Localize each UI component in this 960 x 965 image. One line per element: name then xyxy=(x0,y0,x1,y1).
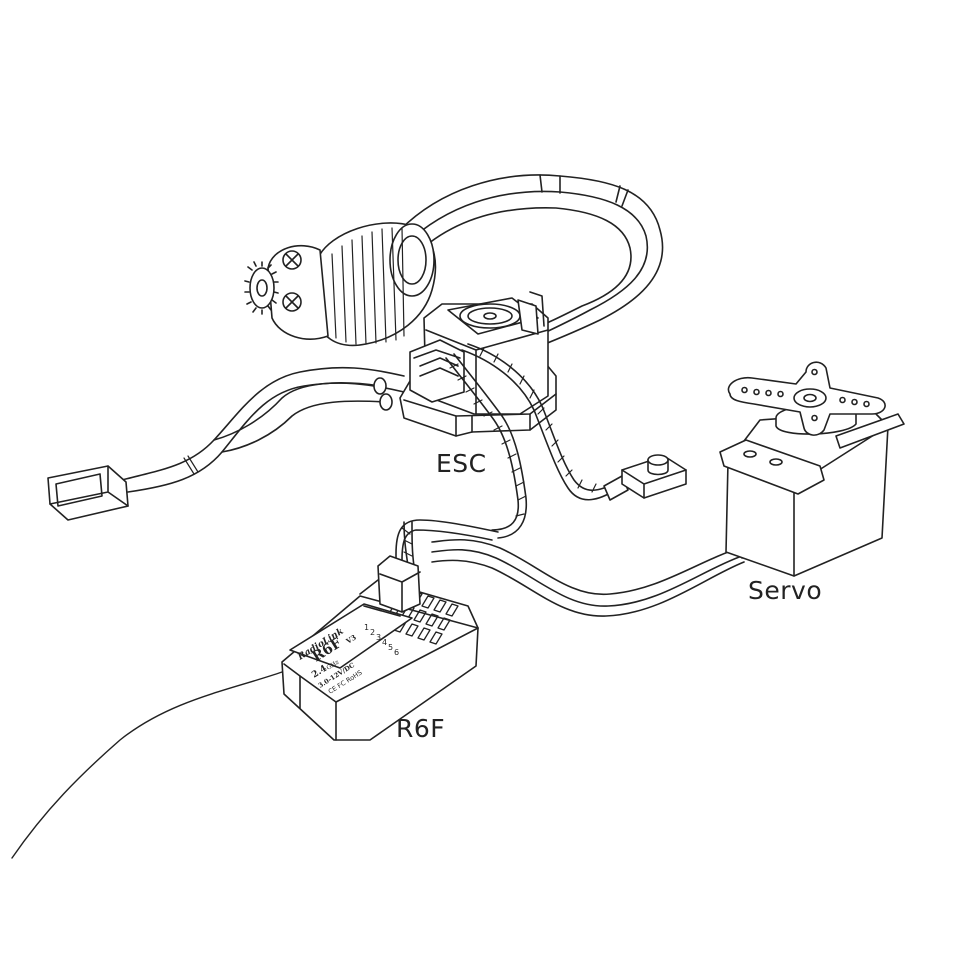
sticker-channel-3: 3 xyxy=(376,633,381,642)
esc-signal-wire xyxy=(445,353,528,539)
esc xyxy=(399,291,557,437)
esc-label: ESC xyxy=(436,449,487,478)
motor xyxy=(244,222,437,347)
esc-switch-button xyxy=(621,454,687,499)
servo-label: Servo xyxy=(748,576,823,605)
servo xyxy=(719,361,905,577)
antenna-wire xyxy=(11,671,283,859)
sticker-channel-2: 2 xyxy=(370,628,375,637)
battery-leads xyxy=(47,366,405,521)
sticker-channel-5: 5 xyxy=(388,643,393,652)
receiver xyxy=(281,555,479,741)
sticker-channel-1: 1 xyxy=(364,623,369,632)
sticker-channel-6: 6 xyxy=(394,648,399,657)
motor-leads xyxy=(399,174,664,347)
receiver-leads xyxy=(395,519,499,567)
receiver-label: R6F xyxy=(396,714,446,743)
servo-lead xyxy=(431,535,763,617)
sticker-channel-4: 4 xyxy=(382,638,387,647)
